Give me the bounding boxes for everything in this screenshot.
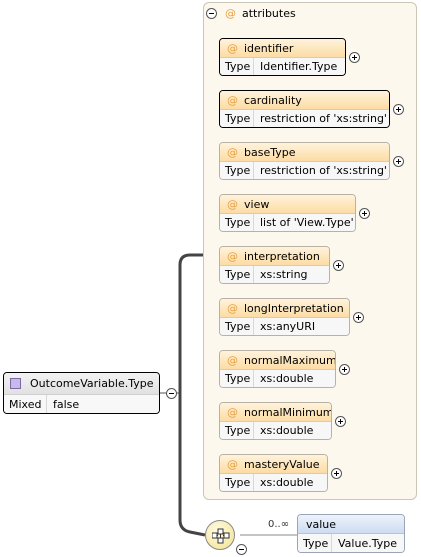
attribute-header: @ view <box>220 195 355 214</box>
attribute-at-icon: @ <box>227 353 238 367</box>
attribute-at-icon: @ <box>227 301 238 315</box>
attribute-at-icon: @ <box>227 41 238 55</box>
attributes-group-header: @ attributes <box>206 5 296 21</box>
attribute-at-icon: @ <box>227 457 238 471</box>
attribute-type-row: Type xs:double <box>220 370 335 387</box>
attribute-type: list of 'View.Type' <box>260 216 354 229</box>
attribute-type-label: Type <box>220 214 254 231</box>
attribute-at-icon: @ <box>227 405 238 419</box>
attribute-expand-button[interactable] <box>393 156 404 167</box>
value-element: value Type Value.Type <box>297 514 405 553</box>
attribute-header: @ cardinality <box>220 91 389 110</box>
attribute-type: xs:double <box>260 476 314 489</box>
attribute-expand-button[interactable] <box>331 468 342 479</box>
attribute-type: Identifier.Type <box>260 60 338 73</box>
attribute-type: restriction of 'xs:string' <box>260 164 387 177</box>
attribute-type: xs:double <box>260 372 314 385</box>
attribute-expand-button[interactable] <box>335 416 346 427</box>
value-type: Value.Type <box>338 536 397 550</box>
attribute-name: longInterpretation <box>244 301 344 315</box>
attribute-expand-button[interactable] <box>393 104 404 115</box>
attribute-name: view <box>244 197 270 211</box>
attribute-expand-button[interactable] <box>353 312 364 323</box>
attribute-header: @ longInterpretation <box>220 299 349 318</box>
attribute-header: @ interpretation <box>220 247 329 266</box>
attribute-type-label: Type <box>220 370 254 387</box>
attribute-name: baseType <box>244 145 296 159</box>
attribute-type-row: Type restriction of 'xs:string' <box>220 110 389 127</box>
attribute-type-label: Type <box>220 162 254 179</box>
attribute-type-label: Type <box>220 318 254 335</box>
attribute-header: @ normalMaximum <box>220 351 335 370</box>
attribute-header: @ normalMinimum <box>220 403 331 422</box>
attribute-type-row: Type xs:double <box>220 422 331 439</box>
attribute-type-row: Type xs:string <box>220 266 329 283</box>
sequence-icon <box>212 528 230 544</box>
outcome-variable-type-element: OutcomeVariable.Type Mixed false <box>3 372 160 414</box>
attribute-expand-button[interactable] <box>339 364 350 375</box>
attribute-name: interpretation <box>244 249 320 263</box>
element-name: OutcomeVariable.Type <box>30 377 154 390</box>
attribute-type-row: Type Identifier.Type <box>220 58 345 75</box>
sequence-collapse-button[interactable] <box>236 544 247 555</box>
attribute-name: normalMaximum <box>244 353 336 367</box>
attribute-name: identifier <box>244 41 294 55</box>
attribute-at-icon: @ <box>225 6 236 20</box>
attribute-type-row: Type xs:double <box>220 474 327 491</box>
attribute-type-label: Type <box>220 266 254 283</box>
attribute-type-label: Type <box>220 474 254 491</box>
attribute-name: cardinality <box>244 93 302 107</box>
attribute-at-icon: @ <box>227 93 238 107</box>
attribute-name: normalMinimum <box>244 405 332 419</box>
attribute-type-label: Type <box>220 110 254 127</box>
sequence-compositor[interactable] <box>205 520 235 550</box>
attribute-at-icon: @ <box>227 145 238 159</box>
attribute-header: @ identifier <box>220 39 345 58</box>
mixed-value: false <box>53 397 80 411</box>
attribute-type-row: Type restriction of 'xs:string' <box>220 162 389 179</box>
occurrence-label: 0..∞ <box>268 519 290 530</box>
attribute-type-label: Type <box>220 422 254 439</box>
attribute-header: @ masteryValue <box>220 455 327 474</box>
attribute-name: masteryValue <box>244 457 320 471</box>
attribute-header: @ baseType <box>220 143 389 162</box>
attributes-title: attributes <box>242 6 296 20</box>
attribute-type: xs:string <box>260 268 308 281</box>
attribute-type-row: Type list of 'View.Type' <box>220 214 355 231</box>
attribute-at-icon: @ <box>227 249 238 263</box>
attribute-expand-button[interactable] <box>359 208 370 219</box>
attribute-type: restriction of 'xs:string' <box>260 112 387 125</box>
value-element-name: value <box>306 517 337 531</box>
attribute-type-row: Type xs:anyURI <box>220 318 349 335</box>
attribute-expand-button[interactable] <box>349 52 360 63</box>
attribute-type: xs:double <box>260 424 314 437</box>
attribute-expand-button[interactable] <box>333 260 344 271</box>
attribute-type: xs:anyURI <box>260 320 316 333</box>
mixed-label: Mixed <box>4 395 47 413</box>
complex-type-icon <box>10 378 21 389</box>
attribute-at-icon: @ <box>227 197 238 211</box>
attribute-type-label: Type <box>220 58 254 75</box>
attributes-collapse-button[interactable] <box>206 7 217 19</box>
value-type-label: Type <box>298 534 332 552</box>
element-collapse-button[interactable] <box>166 388 177 399</box>
